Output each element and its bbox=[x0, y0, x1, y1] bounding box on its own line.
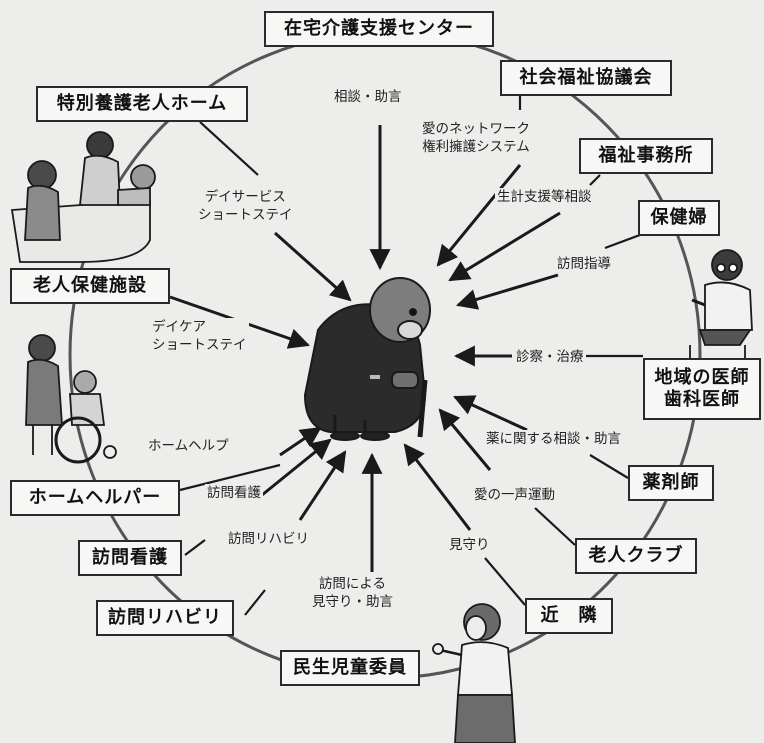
node-houmon-reha: 訪問リハビリ bbox=[96, 600, 234, 636]
node-zaitaku: 在宅介護支援センター bbox=[264, 11, 494, 47]
node-hokenfu: 保健婦 bbox=[638, 200, 720, 236]
edge-label-ai-network-line1: 愛のネットワーク bbox=[422, 121, 530, 137]
edge-label-houmon-mimamori: 訪問による 見守り・助言 bbox=[310, 575, 395, 612]
neighbor-woman bbox=[432, 603, 516, 743]
elderly-man-with-cane bbox=[303, 277, 431, 441]
edge-label-kango: 訪問看護 bbox=[205, 484, 263, 503]
edge-label-seikei: 生計支援等相談 bbox=[495, 188, 594, 207]
edge-label-houmon-mimamori-line1: 訪問による bbox=[318, 576, 387, 592]
edge-label-reha: 訪問リハビリ bbox=[226, 530, 311, 549]
connector-kango bbox=[184, 539, 206, 556]
node-home-helper: ホームヘルパー bbox=[10, 480, 180, 516]
arrow-reha bbox=[298, 450, 347, 521]
wheelchair-care-scene bbox=[25, 334, 117, 464]
node-shakai: 社会福祉協議会 bbox=[500, 60, 672, 96]
node-ishi: 地域の医師 歯科医師 bbox=[643, 358, 761, 420]
edge-label-houmon-mimamori-line2: 見守り・助言 bbox=[312, 594, 393, 611]
edge-label-kusuri: 薬に関する相談・助言 bbox=[484, 430, 623, 449]
connector-yakuzai bbox=[589, 454, 629, 479]
edge-label-dayservice-line2: ショートステイ bbox=[198, 207, 293, 224]
arrow-club bbox=[438, 408, 492, 471]
edge-label-daycare-line1: デイケア bbox=[152, 319, 206, 335]
node-minsei: 民生児童委員 bbox=[280, 650, 420, 686]
node-houmon-kango: 訪問看護 bbox=[78, 540, 182, 576]
arrow-kinrin bbox=[403, 443, 472, 531]
node-fukushi: 福祉事務所 bbox=[579, 138, 713, 174]
edge-label-daycare: デイケア ショートステイ bbox=[150, 318, 249, 355]
edge-label-soudan: 相談・助言 bbox=[332, 88, 404, 107]
connector-kinrin bbox=[484, 557, 526, 606]
arrow-shakai bbox=[436, 164, 522, 267]
edge-label-hitokoe: 愛の一声運動 bbox=[472, 486, 557, 505]
connector-club bbox=[534, 507, 576, 546]
node-kinrin: 近 隣 bbox=[525, 598, 613, 634]
node-ishi-line1: 地域の医師 bbox=[654, 366, 750, 388]
arrow-hokenfu bbox=[455, 273, 559, 310]
arrow-tokubetsu bbox=[274, 231, 352, 302]
arrow-yakuzai bbox=[453, 395, 528, 432]
arrow-helper bbox=[279, 426, 322, 457]
connector-hokenfu bbox=[604, 233, 641, 250]
edge-label-mimamori: 見守り bbox=[447, 536, 492, 555]
edge-label-daycare-line2: ショートステイ bbox=[152, 337, 247, 354]
edge-label-houmon-shidou: 訪問指導 bbox=[555, 255, 613, 274]
node-tokubetsu: 特別養護老人ホーム bbox=[36, 86, 248, 122]
edge-label-ai-network-line2: 権利擁護システム bbox=[422, 139, 530, 156]
edge-label-dayservice: デイサービス ショートステイ bbox=[196, 188, 295, 225]
connector-reha bbox=[244, 589, 266, 616]
arrow-kango bbox=[261, 438, 332, 497]
node-hoken-shisetsu: 老人保健施設 bbox=[10, 268, 170, 304]
doctor-seated bbox=[689, 249, 753, 358]
node-roujin-club: 老人クラブ bbox=[575, 538, 697, 574]
edge-label-dayservice-line1: デイサービス bbox=[204, 189, 286, 205]
connector-fukushi bbox=[589, 174, 601, 186]
arrow-fukushi bbox=[448, 211, 561, 282]
bathing-care-scene bbox=[10, 131, 156, 263]
connector-tokubetsu bbox=[199, 121, 259, 176]
edge-label-shinsatsu: 診察・治療 bbox=[514, 348, 586, 367]
node-ishi-line2: 歯科医師 bbox=[664, 389, 740, 410]
edge-label-homehelp: ホームヘルプ bbox=[146, 437, 231, 456]
node-yakuzai: 薬剤師 bbox=[628, 465, 714, 501]
connector-helper bbox=[179, 463, 281, 492]
edge-label-ai-network: 愛のネットワーク 権利擁護システム bbox=[420, 120, 532, 157]
